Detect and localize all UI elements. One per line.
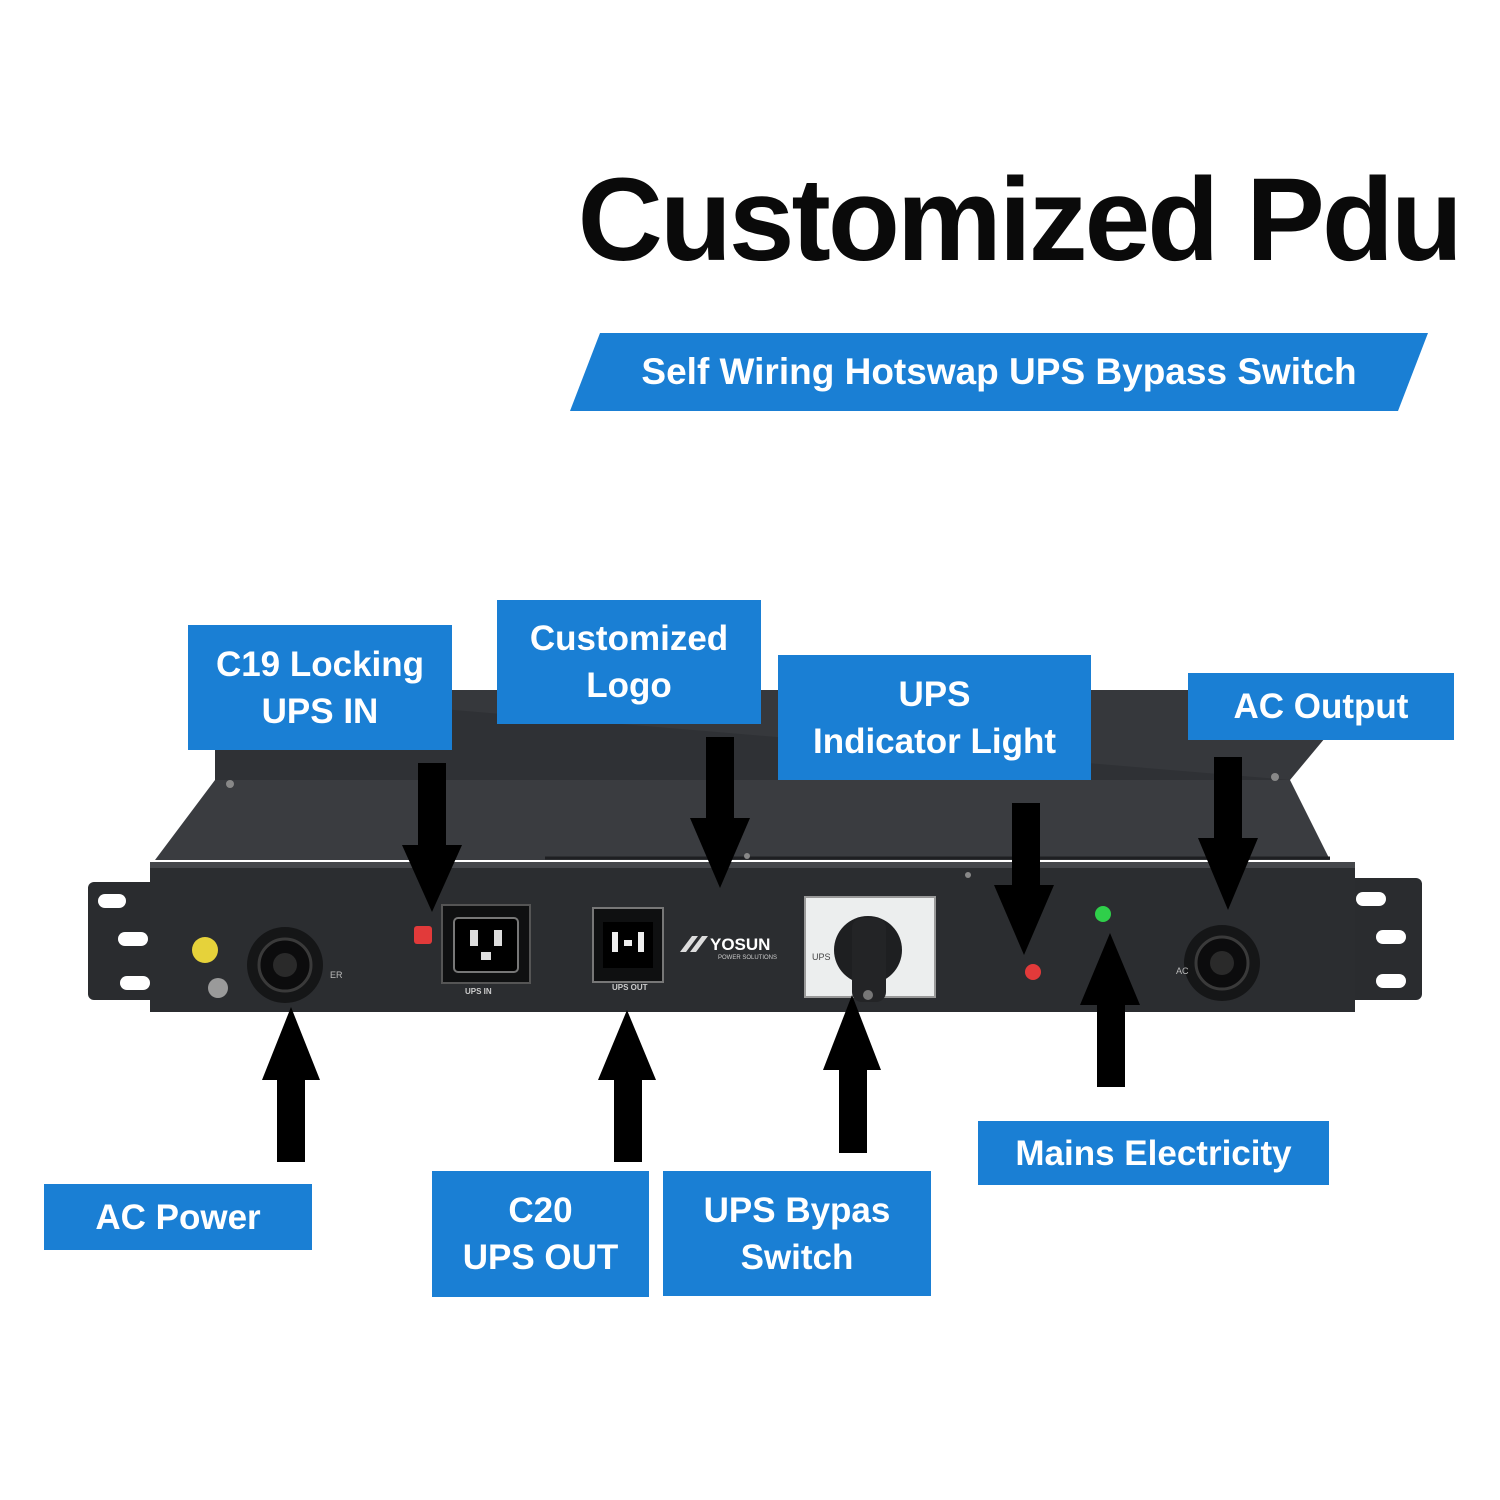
ups-out-panel-label: UPS OUT: [612, 983, 648, 992]
ups-indicator-light: [1025, 964, 1041, 980]
page-title: Customized Pdu: [577, 154, 1463, 286]
arrow-ac-power: [262, 1007, 320, 1162]
callout-ups-light-line1: UPS: [898, 674, 971, 714]
callout-customized-logo: Customized Logo: [497, 600, 761, 724]
arrow-c19: [402, 763, 462, 912]
arrow-bypass: [823, 995, 881, 1153]
ac-power-cable-gland: [247, 927, 323, 1003]
callout-ac-power: AC Power: [44, 1184, 312, 1250]
switch-panel-label: UPS: [812, 952, 831, 962]
arrow-ac-output: [1198, 757, 1258, 910]
callout-logo-line1: Customized: [529, 619, 729, 658]
pdu-front-panel: [150, 862, 1355, 1012]
callout-c19-line2: UPS IN: [261, 691, 379, 731]
callout-ups-indicator-light: UPS Indicator Light: [778, 655, 1091, 780]
mains-indicator-light: [1095, 906, 1111, 922]
ups-in-panel-label: UPS IN: [465, 987, 492, 996]
c20-inlet: [592, 907, 664, 983]
bypass-rotary-switch: [804, 896, 936, 1002]
arrow-mains: [1080, 933, 1140, 1087]
ups-in-indicator: [414, 926, 432, 944]
ac-output-cable-gland: [1184, 925, 1260, 1001]
ground-sticker: [192, 937, 218, 963]
callout-mains-electricity: Mains Electricity: [978, 1121, 1329, 1185]
callout-c20-line1: C20: [508, 1191, 573, 1230]
callout-ups-light-line2: Indicator Light: [812, 721, 1057, 761]
callout-c20-ups-out: C20 UPS OUT: [432, 1171, 649, 1297]
callout-logo-line2: Logo: [586, 666, 672, 705]
ground-screw: [208, 978, 228, 998]
brand-text: YOSUN: [710, 935, 770, 954]
ac-in-mark: ER: [330, 970, 343, 980]
arrow-logo: [690, 737, 750, 888]
callout-bypass-line2: Switch: [740, 1237, 854, 1277]
callout-ac-output-line1: AC Output: [1233, 687, 1409, 726]
ac-out-mark: AC: [1176, 966, 1189, 976]
callout-ac-output: AC Output: [1188, 673, 1454, 740]
brand-subtext: POWER SOLUTIONS: [718, 955, 777, 961]
callout-c19-line1: C19 Locking: [215, 644, 425, 684]
yosun-logo: YOSUN POWER SOLUTIONS: [680, 935, 777, 961]
callout-c19-locking: C19 Locking UPS IN: [188, 625, 452, 750]
callout-c20-line2: UPS OUT: [462, 1238, 619, 1277]
callout-mains-line1: Mains Electricity: [1015, 1133, 1292, 1173]
callout-ac-power-line1: AC Power: [95, 1197, 261, 1237]
arrow-ups-light: [994, 803, 1054, 955]
c19-socket: [441, 904, 531, 984]
arrow-c20: [598, 1010, 656, 1162]
callout-bypass-line1: UPS Bypas: [703, 1190, 891, 1230]
left-rack-ear: [88, 882, 158, 1000]
callout-ups-bypass-switch: UPS Bypas Switch: [663, 1171, 931, 1296]
arrows: [262, 737, 1258, 1162]
subtitle-banner: Self Wiring Hotswap UPS Bypass Switch: [570, 333, 1428, 411]
right-rack-ear: [1346, 878, 1422, 1000]
